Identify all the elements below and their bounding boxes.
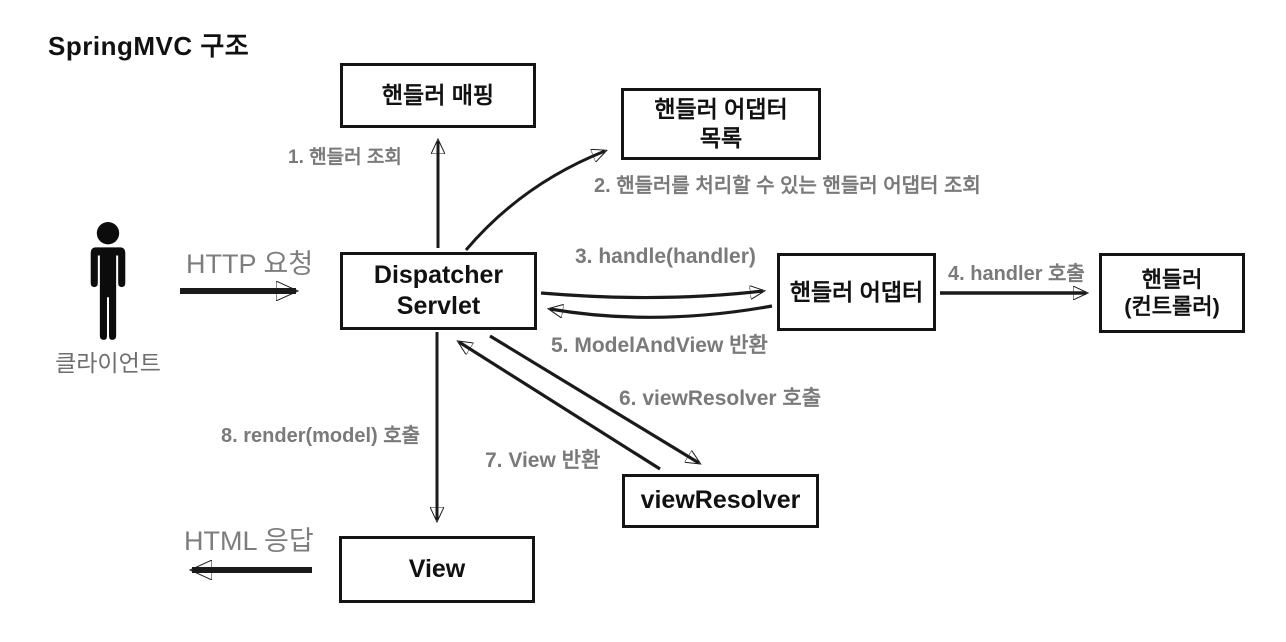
step2-label: 2. 핸들러를 처리할 수 있는 핸들러 어댑터 조회: [594, 175, 981, 197]
node-handler-controller: 핸들러 (컨트롤러): [1099, 253, 1245, 333]
client-person-icon: [90, 222, 126, 340]
step6-label: 6. viewResolver 호출: [619, 387, 822, 410]
html-response-label: HTML 응답: [184, 526, 314, 556]
step3-label: 3. handle(handler): [575, 245, 756, 268]
http-request-label: HTTP 요청: [186, 249, 314, 279]
step1-label: 1. 핸들러 조회: [288, 147, 402, 168]
step8-label: 8. render(model) 호출: [221, 425, 421, 447]
diagram-title: SpringMVC 구조: [48, 31, 250, 61]
step2-arrow: [464, 151, 605, 251]
step3-arrow: [540, 291, 763, 298]
node-handler-mapping: 핸들러 매핑: [340, 63, 536, 128]
step4-label: 4. handler 호출: [948, 263, 1085, 285]
node-dispatcher-servlet: Dispatcher Servlet: [340, 252, 537, 330]
node-handler-adapter-list: 핸들러 어댑터 목록: [621, 88, 821, 160]
step5-arrow: [550, 306, 773, 319]
node-view-resolver: viewResolver: [622, 474, 819, 528]
step5-label: 5. ModelAndView 반환: [551, 334, 768, 357]
node-handler-adapter: 핸들러 어댑터: [777, 253, 936, 331]
step7-label: 7. View 반환: [485, 449, 601, 472]
node-view: View: [339, 536, 535, 603]
client-label: 클라이언트: [55, 350, 161, 376]
